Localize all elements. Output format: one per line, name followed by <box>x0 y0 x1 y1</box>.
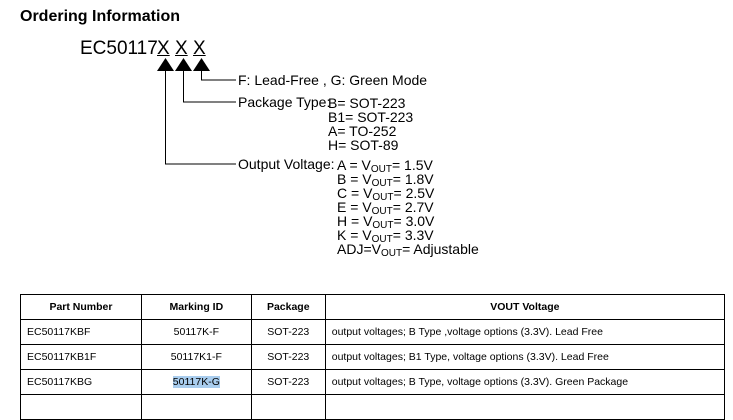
package-cell: SOT-223 <box>250 319 326 345</box>
package-cell: SOT-223 <box>250 344 326 370</box>
table-row: EC50117KBF 50117K-F SOT-223 output volta… <box>20 319 726 345</box>
column-header-package: Package <box>250 294 326 320</box>
part-code-letter-3: X <box>193 38 206 59</box>
marking-id-cell: 50117K1-F <box>140 344 252 370</box>
voltage-value: H = VOUT= 3.0V <box>337 213 435 231</box>
output-voltage-label: Output Voltage: <box>238 156 335 172</box>
package-value: B= SOT-223 <box>328 95 406 111</box>
voltage-value: C = VOUT= 2.5V <box>337 185 435 203</box>
lead-free-option: F: Lead-Free , G: Green Mode <box>238 72 428 88</box>
column-header-vout-voltage: VOUT Voltage <box>324 294 726 320</box>
vout-description-cell: output voltages; B1 Type, voltage option… <box>324 344 726 370</box>
connector-voltage <box>165 71 236 165</box>
part-code-base: EC50117 <box>80 38 158 59</box>
table-row: EC50117KBG 50117K-G SOT-223 output volta… <box>20 369 726 395</box>
selected-text[interactable]: 50117K-G <box>172 376 220 388</box>
ordering-table: Part Number Marking ID Package VOUT Volt… <box>20 294 726 420</box>
package-type-label: Package Type: <box>238 94 331 110</box>
connector-leadfree <box>201 71 236 81</box>
voltage-value: B = VOUT= 1.8V <box>337 171 434 189</box>
vout-description-cell: output voltages; B Type, voltage options… <box>324 369 726 395</box>
table-row-partial <box>20 394 726 420</box>
vout-description-cell: output voltages; B Type ,voltage options… <box>324 319 726 345</box>
column-header-part-number: Part Number <box>20 294 142 320</box>
section-heading: Ordering Information <box>20 8 180 25</box>
package-value: H= SOT-89 <box>328 137 399 153</box>
package-cell: SOT-223 <box>250 369 326 395</box>
ordering-code-diagram <box>157 58 236 165</box>
part-code-letter-2: X <box>175 38 188 59</box>
arrow-1-icon <box>157 58 174 71</box>
table-header-row: Part Number Marking ID Package VOUT Volt… <box>20 294 726 320</box>
column-header-marking-id: Marking ID <box>140 294 252 320</box>
part-code-letter-1: X <box>157 38 170 59</box>
part-number-cell: EC50117KBG <box>20 369 142 395</box>
voltage-value: K = VOUT= 3.3V <box>337 227 434 245</box>
part-number-cell: EC50117KB1F <box>20 344 142 370</box>
voltage-value: A = VOUT= 1.5V <box>337 157 433 175</box>
package-value: A= TO-252 <box>328 123 397 139</box>
arrow-3-icon <box>193 58 210 71</box>
part-number-cell: EC50117KBF <box>20 319 142 345</box>
connector-package <box>183 71 236 103</box>
voltage-value: ADJ=VOUT= Adjustable <box>337 241 479 259</box>
package-value: B1= SOT-223 <box>328 109 414 125</box>
marking-id-cell: 50117K-F <box>140 319 252 345</box>
arrow-2-icon <box>175 58 192 71</box>
marking-id-cell: 50117K-G <box>140 369 252 395</box>
table-row: EC50117KB1F 50117K1-F SOT-223 output vol… <box>20 344 726 370</box>
voltage-value: E = VOUT= 2.7V <box>337 199 434 217</box>
